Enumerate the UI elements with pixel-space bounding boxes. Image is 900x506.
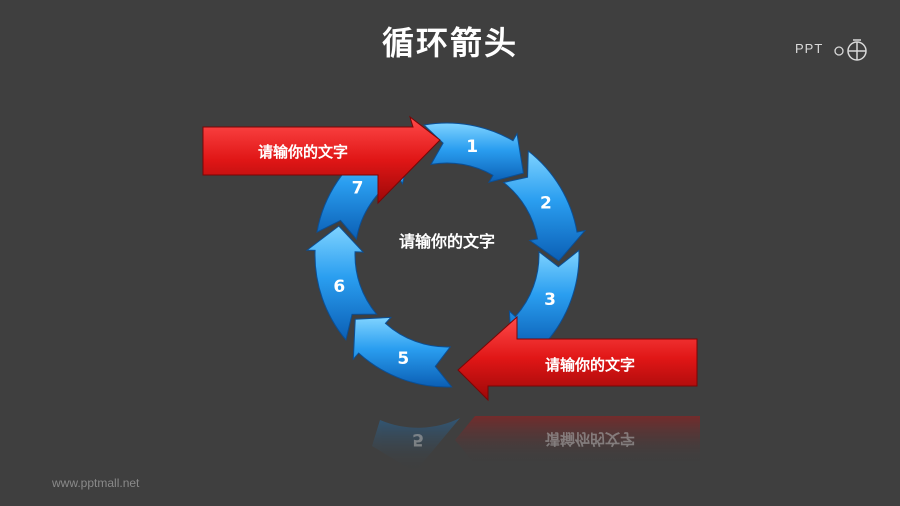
red-arrow-top: 请输你的文字 [202,115,441,205]
step-number: 1 [466,137,478,157]
blue-arrow-segment [423,122,524,184]
red-arrow-top-label: 请输你的文字 [258,143,348,161]
reflection-step: 5 [412,429,424,449]
logo-text: PPT [795,41,824,56]
step-number: 5 [397,349,409,369]
page-title: 循环箭头 [381,24,518,62]
reflection-label: 请输你的文字 [545,430,635,448]
logo-icon [834,39,867,61]
step-number: 2 [540,193,552,213]
step-number: 7 [352,179,364,199]
blue-arrow-segment [502,149,587,262]
red-arrow-bottom: 请输你的文字 [457,315,698,402]
blue-arrow-segment [352,316,453,388]
red-arrow-bottom-label: 请输你的文字 [545,356,635,374]
center-text: 请输你的文字 [399,232,495,251]
footer-url: www.pptmall.net [52,476,140,490]
logo: PPT [795,38,875,64]
step-number: 6 [333,277,345,297]
step-number: 3 [544,290,556,310]
reflection: 请输你的文字 5 [372,416,700,472]
blue-arrow-segment [305,225,378,341]
